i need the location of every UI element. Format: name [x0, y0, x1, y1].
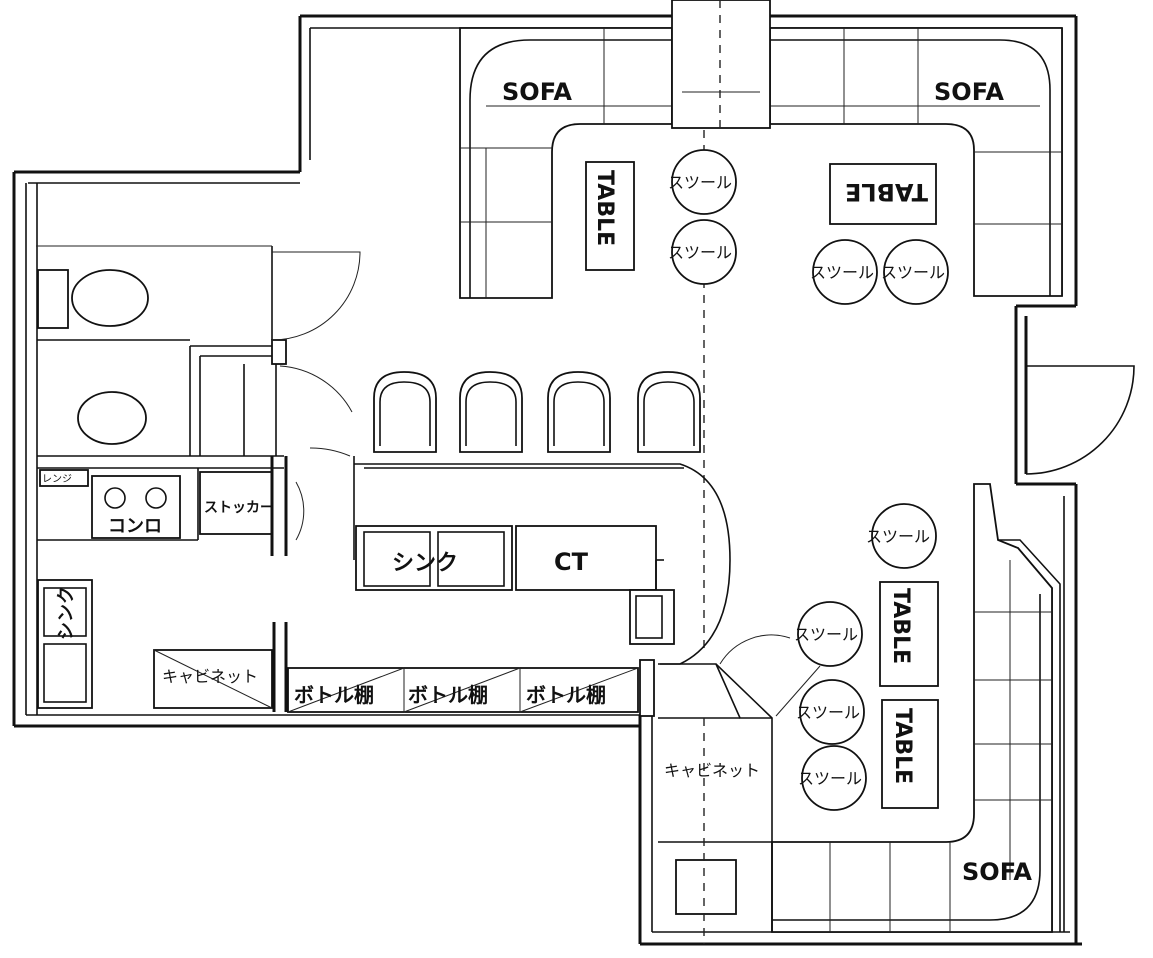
table-upper-right: TABLE — [829, 163, 937, 225]
stool-2: スツール — [668, 219, 737, 285]
table-upper-left: TABLE — [585, 161, 635, 271]
bottle-shelf-2-label: ボトル棚 — [408, 683, 488, 707]
table-upper-left-label: TABLE — [592, 170, 617, 246]
sofa-top-left-label: SOFA — [502, 78, 572, 106]
bar-counter — [353, 456, 731, 665]
stool-6-label: スツール — [794, 625, 858, 644]
stool-3-label: スツール — [810, 263, 874, 282]
stool-7-label: スツール — [796, 703, 860, 722]
stool-2-label: スツール — [668, 243, 732, 262]
stool-7: スツール — [796, 679, 865, 745]
table-lower-1-label: TABLE — [888, 588, 913, 664]
bottle-shelf-3-label: ボトル棚 — [526, 683, 606, 707]
stool-5-label: スツール — [866, 527, 930, 546]
stool-1-label: スツール — [668, 173, 732, 192]
restroom — [36, 245, 361, 469]
cabinet-lower-label: キャビネット — [664, 761, 760, 780]
table-lower-2: TABLE — [881, 699, 939, 809]
stool-8-label: スツール — [798, 769, 862, 788]
table-lower-1: TABLE — [879, 581, 939, 687]
sofa-top-left — [459, 27, 673, 299]
left-sink-label: シンク — [56, 586, 77, 640]
counter-top-label: CT — [554, 548, 589, 576]
kitchen-block — [37, 447, 351, 709]
stool-6: スツール — [794, 601, 863, 667]
sofa-bottom-right — [771, 483, 1053, 933]
stocker-label: ストッカー — [204, 500, 274, 516]
outer-walls — [12, 14, 1135, 946]
table-upper-right-label: TABLE — [845, 178, 928, 206]
stove-label: コンロ — [108, 516, 162, 537]
stool-8: スツール — [798, 745, 867, 811]
sofa-top-right — [769, 27, 1063, 297]
stool-4: スツール — [881, 239, 949, 305]
range-label: レンジ — [42, 474, 72, 485]
stool-5: スツール — [866, 503, 937, 569]
table-lower-2-label: TABLE — [890, 708, 915, 784]
stool-4-label: スツール — [881, 263, 945, 282]
cabinet-left — [153, 622, 288, 712]
sofa-top-right-label: SOFA — [934, 78, 1004, 106]
cabinet-lower — [658, 634, 821, 944]
cabinet-left-label: キャビネット — [162, 667, 258, 686]
bar-stools — [373, 371, 701, 453]
back-counter — [355, 525, 675, 645]
top-center-column — [671, 0, 771, 129]
bottle-shelves — [287, 659, 655, 717]
stool-1: スツール — [668, 149, 737, 215]
bottle-shelf-1-label: ボトル棚 — [294, 683, 374, 707]
sofa-bottom-right-label: SOFA — [962, 858, 1032, 886]
bar-sink-label: シンク — [392, 551, 458, 576]
stool-3: スツール — [810, 239, 878, 305]
